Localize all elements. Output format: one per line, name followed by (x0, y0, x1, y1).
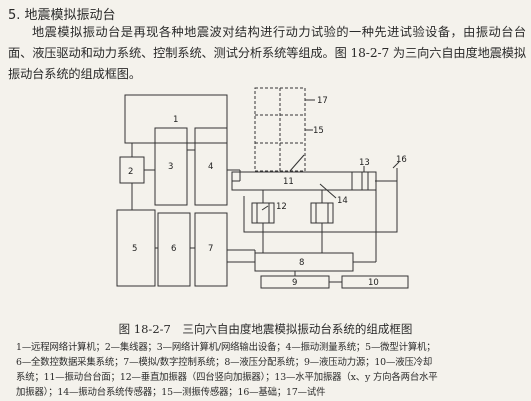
label-14: 14 (337, 196, 348, 206)
label-8: 8 (299, 258, 304, 268)
label-6: 6 (171, 244, 176, 254)
label-3: 3 (168, 162, 173, 172)
block-3 (154, 127, 188, 206)
legend-line: 系统；11—振动台台面；12—垂直加振器（四台竖向加振器）；13—水平加振器（x… (16, 372, 438, 383)
foundation-16 (243, 168, 398, 233)
label-1: 1 (173, 115, 178, 125)
label-16: 16 (396, 155, 407, 165)
intro-paragraph: 地震模拟振动台是再现各种地震波对结构进行动力试验的一种先进试验设备，由振动台台面… (8, 25, 526, 81)
label-12: 12 (276, 202, 287, 212)
label-4: 4 (208, 162, 213, 172)
figure-legend: 1—远程网络计算机；2—集线器；3—网络计算机/网络输出设备；4—振动测量系统；… (16, 340, 524, 400)
label-2: 2 (128, 167, 133, 177)
label-10: 10 (368, 278, 379, 288)
label-15: 15 (313, 126, 324, 136)
legend-line: 加振器）；14—振动台系统传感器；15—测振传感器；16—基础；17—试件 (16, 387, 326, 398)
legend-line: 6—全数控数据采集系统；7—模拟/数字控制系统；8—液压分配系统；9—液压动力源… (16, 357, 433, 368)
section-heading: 5. 地震模拟振动台 (8, 8, 116, 23)
specimen-17 (254, 87, 306, 172)
block-4 (194, 127, 228, 206)
figure-caption: 图 18-2-7 三向六自由度地震模拟振动台系统的组成框图 (118, 322, 413, 336)
legend-line: 1—远程网络计算机；2—集线器；3—网络计算机/网络输出设备；4—振动测量系统；… (16, 342, 436, 353)
block-1 (124, 94, 228, 144)
vertical-actuator-right (310, 190, 334, 232)
label-17: 17 (317, 96, 328, 106)
vertical-actuator-left (251, 190, 275, 232)
block-6 (157, 212, 191, 287)
label-11: 11 (283, 177, 294, 187)
label-5: 5 (132, 244, 137, 254)
label-7: 7 (208, 244, 213, 254)
label-9: 9 (292, 278, 297, 288)
block-13-actuator (351, 171, 377, 191)
label-13: 13 (359, 158, 370, 168)
